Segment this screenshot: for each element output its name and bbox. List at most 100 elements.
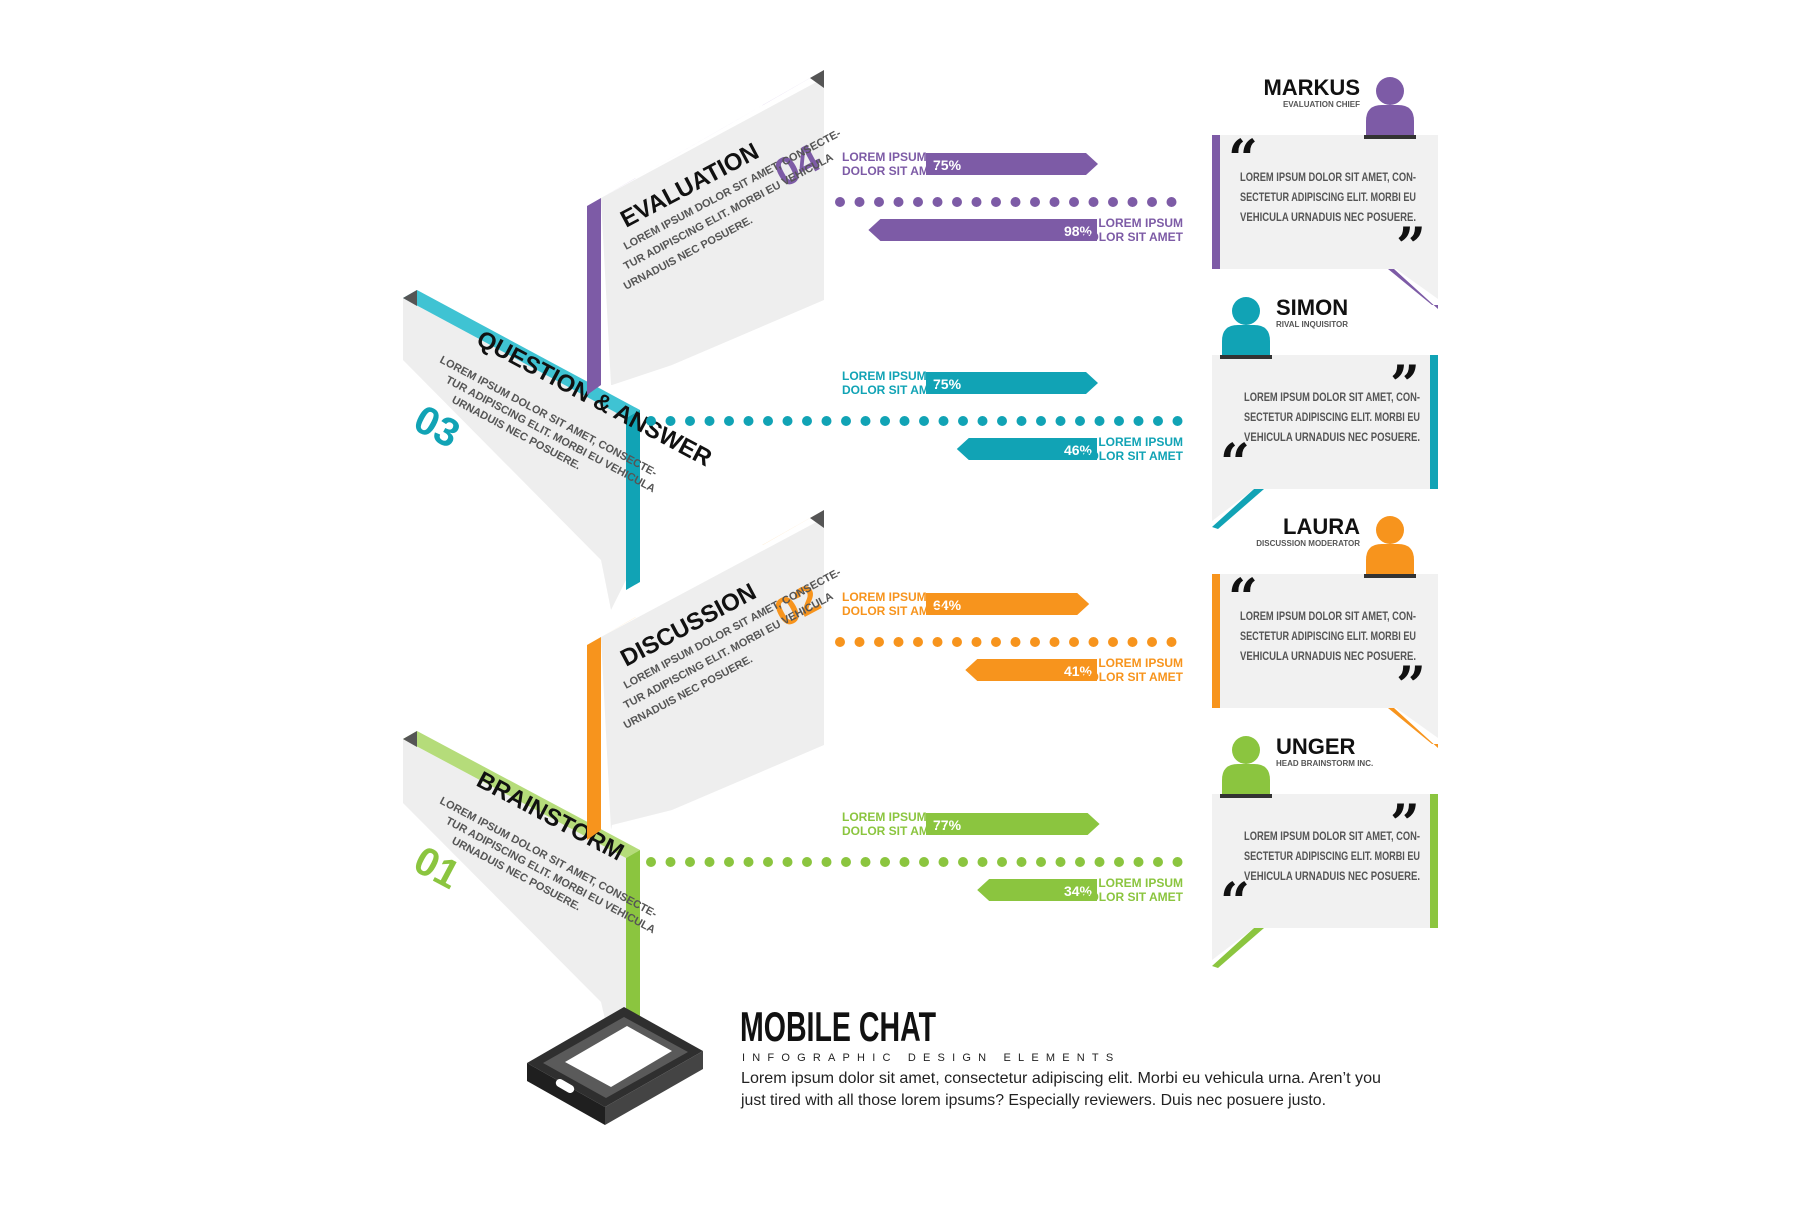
connector-dot (860, 416, 871, 426)
top-bar-label-1: LOREM IPSUM (842, 150, 927, 164)
connector-dot (977, 857, 988, 867)
connector-dot (880, 857, 890, 867)
user-icon (1220, 297, 1272, 359)
connector-dot (1016, 857, 1027, 867)
connector-dot (854, 197, 865, 207)
connector-dot (1166, 197, 1177, 207)
quote-mark-icon: ” (1390, 355, 1420, 416)
connector-dot (893, 637, 904, 647)
top-bar-label-2: DOLOR SIT AMET (842, 824, 945, 838)
connector-dot (1075, 416, 1085, 426)
card-body (1212, 794, 1438, 928)
top-progress-value: 77% (933, 817, 962, 833)
connector-dot (704, 416, 715, 426)
user-icon-head (1376, 516, 1404, 544)
connector-dot (821, 416, 832, 426)
quote-text-line: LOREM IPSUM DOLOR SIT AMET, CON- (1240, 609, 1416, 623)
person-name: MARKUS (1263, 75, 1360, 100)
panel-top-edge (601, 70, 824, 198)
connector-dot (913, 637, 923, 647)
connector-dot (997, 416, 1007, 426)
connector-dot (893, 197, 904, 207)
connector-dot (646, 416, 656, 426)
card-body (1212, 574, 1438, 708)
bottom-progress-value: 98% (1064, 223, 1093, 239)
quote-text-line: VEHICULA URNADUIS NEC POSUERE. (1244, 430, 1420, 444)
connector-dot (958, 416, 968, 426)
bottom-progress-bar (977, 879, 1097, 901)
connector-dot (977, 416, 988, 426)
connector-dot (1166, 637, 1177, 647)
connector-dot (685, 416, 695, 426)
connector-dot (1133, 857, 1144, 867)
person-role: DISCUSSION MODERATOR (1256, 539, 1360, 548)
connector-dot (1088, 197, 1099, 207)
person-role: HEAD BRAINSTORM INC. (1276, 759, 1373, 768)
connector-dot (919, 416, 929, 426)
connector-dot (665, 857, 676, 867)
connector-dot (782, 857, 793, 867)
connector-dot (1127, 197, 1138, 207)
card-tail (1212, 489, 1264, 529)
bottom-progress-bar (956, 438, 1097, 460)
connector-dot (1055, 416, 1066, 426)
top-progress-value: 64% (933, 597, 962, 613)
top-progress-value: 75% (933, 376, 962, 392)
connector-dot (899, 857, 910, 867)
panel-top-edge (403, 731, 640, 858)
panel-corner (810, 70, 824, 88)
connector-dot (919, 857, 929, 867)
connector-dot (1036, 857, 1046, 867)
connector-dot (874, 197, 884, 207)
footer-body-line-1: Lorem ipsum dolor sit amet, consectetur … (741, 1070, 1381, 1087)
panel-corner (403, 731, 417, 747)
card-tail-fill (1212, 489, 1254, 521)
footer-title: MOBILE CHAT (740, 1003, 936, 1050)
user-icon-body (1222, 764, 1270, 796)
top-progress-bar (926, 593, 1090, 615)
quote-text-line: SECTETUR ADIPISCING ELIT. MORBI EU (1244, 849, 1420, 863)
connector-dot (685, 857, 695, 867)
bottom-bar-label-1: LOREM IPSUM (1098, 656, 1183, 670)
connector-dot (1030, 637, 1040, 647)
connector-dot (971, 637, 982, 647)
connector-dot (724, 857, 734, 867)
top-bar-label-2: DOLOR SIT AMET (842, 164, 945, 178)
connector-dot (938, 416, 949, 426)
connector-dot (1153, 416, 1163, 426)
quote-mark-icon: “ (1228, 129, 1258, 190)
user-icon-body (1366, 544, 1414, 576)
connector-dot (1094, 416, 1105, 426)
connector-dot (1075, 857, 1085, 867)
panel-face (601, 78, 824, 385)
connector-dot (835, 637, 845, 647)
connector-dot (1127, 637, 1138, 647)
footer-body-line-2: just tired with all those lorem ipsums? … (740, 1092, 1326, 1109)
connector-dot (991, 637, 1001, 647)
top-bar-label-2: DOLOR SIT AMET (842, 383, 945, 397)
panel-corner (403, 290, 417, 306)
connector-dot (841, 416, 851, 426)
card-accent-bar (1212, 135, 1220, 269)
connector-dot (1069, 637, 1079, 647)
quote-mark-icon: ” (1396, 217, 1426, 278)
connector-dot (665, 416, 676, 426)
connector-dot (1114, 416, 1124, 426)
connector-dot (899, 416, 910, 426)
panel-face (403, 298, 626, 610)
quote-mark-icon: “ (1228, 568, 1258, 629)
quote-mark-icon: “ (1220, 872, 1250, 933)
panel-top-edge (403, 290, 640, 418)
panel-top-edge (601, 510, 824, 637)
connector-dot (724, 416, 734, 426)
bottom-progress-value: 34% (1064, 883, 1093, 899)
connector-dot (841, 857, 851, 867)
card-body (1212, 355, 1438, 489)
